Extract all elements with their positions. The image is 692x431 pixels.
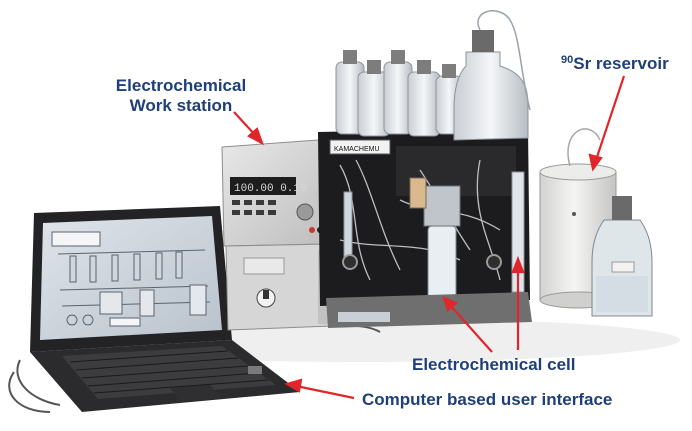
control-box	[225, 243, 333, 331]
label-electrochemical-workstation: Electrochemical Work station	[96, 76, 266, 116]
label-workstation-line1: Electrochemical	[115, 76, 247, 95]
electrochemical-cell	[427, 225, 457, 307]
glass-bottle-right	[591, 196, 653, 317]
label-sr-text: Sr reservoir	[573, 54, 669, 73]
workstation-knob	[296, 203, 314, 221]
label-sr-superscript: 90	[561, 54, 574, 66]
glass-column-left	[343, 191, 353, 263]
workstation-readout: 100.00 0.10	[234, 183, 307, 195]
analyzer-frame: KAMACHEMU	[318, 128, 532, 328]
laptop-screen	[40, 216, 222, 340]
pump-left-icon	[342, 254, 358, 270]
laptop	[30, 206, 300, 412]
laptop-sticker	[248, 366, 262, 374]
arrow-reservoir	[594, 75, 626, 161]
workstation-display	[230, 177, 296, 195]
workstation-instrument: 100.00 0.10	[221, 139, 331, 247]
large-bottle	[453, 51, 529, 141]
laptop-touchpad	[170, 385, 222, 402]
annotation-arrows	[233, 75, 626, 400]
instrument-tag: KAMACHEMU	[334, 146, 380, 153]
arrow-cell-left	[449, 304, 493, 353]
label-user-interface: Computer based user interface	[362, 390, 613, 409]
screen-process-diagram	[51, 231, 211, 327]
pump-right-icon	[486, 254, 502, 270]
reagent-bottles	[335, 10, 531, 141]
workstation-buttons	[232, 200, 276, 215]
label-sr-reservoir: 90Sr reservoir	[561, 50, 669, 74]
label-workstation-line2: Work station	[129, 96, 233, 115]
laptop-keys	[69, 350, 269, 394]
arrow-interface	[295, 384, 355, 400]
label-electrochemical-cell: Electrochemical cell	[412, 355, 576, 374]
